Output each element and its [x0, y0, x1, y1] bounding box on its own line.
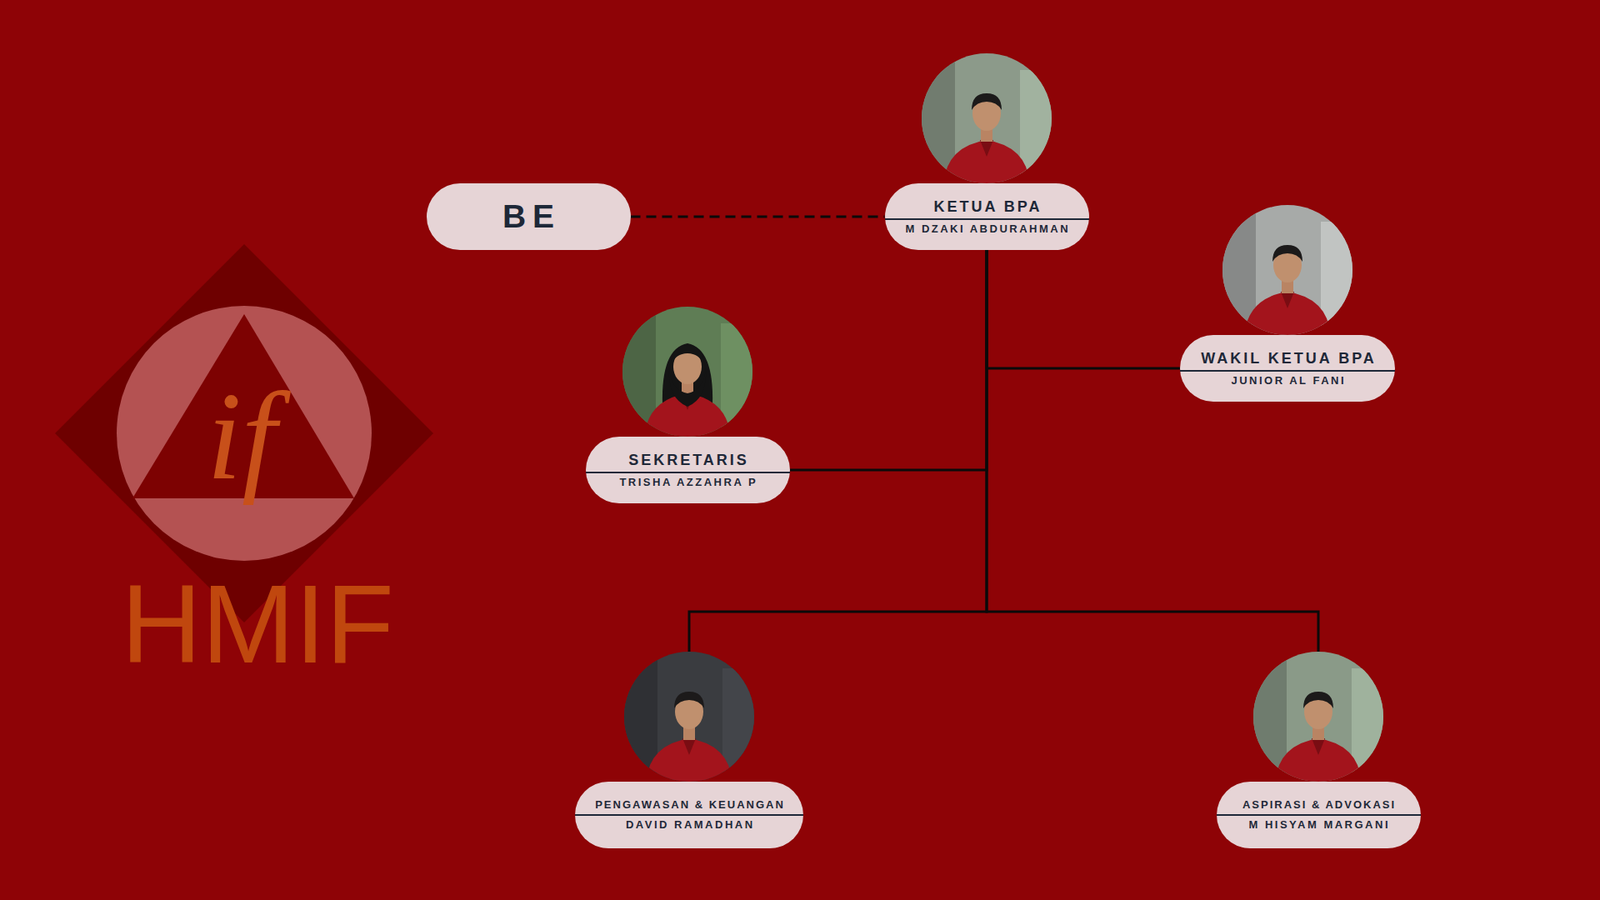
logo-text: HMIF [120, 568, 394, 680]
logo-diamond [55, 244, 434, 623]
member-name: M HISYAM MARGANI [1246, 818, 1390, 832]
divider-line [885, 218, 1090, 220]
role-title: BE [495, 196, 561, 238]
divider-line [1216, 814, 1421, 816]
member-card: KETUA BPA M DZAKI ABDURAHMAN [885, 53, 1090, 250]
role-title: KETUA BPA [931, 197, 1043, 217]
member-card: PENGAWASAN & KEUANGAN DAVID RAMADHAN [575, 651, 804, 849]
name-pill: BE [426, 183, 631, 250]
member-name: TRISHA AZZAHRA P [617, 475, 758, 490]
name-pill: SEKRETARIS TRISHA AZZAHRA P [585, 436, 790, 504]
org-connector [986, 250, 1180, 369]
member-name: M DZAKI ABDURAHMAN [903, 222, 1070, 236]
member-photo [622, 306, 753, 437]
org-connector [790, 250, 988, 470]
member-name: JUNIOR AL FANI [1229, 374, 1346, 388]
logo-triangle [132, 314, 355, 499]
member-photo [921, 53, 1052, 184]
name-pill: WAKIL KETUA BPA JUNIOR AL FANI [1180, 335, 1395, 402]
dashed-connector [630, 215, 885, 219]
divider-line [575, 814, 804, 816]
role-title: SEKRETARIS [625, 450, 750, 470]
role-title: PENGAWASAN & KEUANGAN [593, 798, 785, 812]
group-box: BE [426, 183, 631, 250]
role-title: WAKIL KETUA BPA [1198, 349, 1377, 369]
name-pill: PENGAWASAN & KEUANGAN DAVID RAMADHAN [575, 781, 804, 849]
role-title: ASPIRASI & ADVOKASI [1240, 798, 1396, 812]
divider-line [585, 471, 790, 474]
member-photo [1253, 651, 1384, 782]
member-card: ASPIRASI & ADVOKASI M HISYAM MARGANI [1216, 651, 1421, 849]
member-card: SEKRETARIS TRISHA AZZAHRA P [585, 306, 790, 504]
name-pill: KETUA BPA M DZAKI ABDURAHMAN [885, 183, 1090, 250]
logo-mark: if [206, 373, 276, 499]
member-photo [1222, 205, 1353, 335]
logo-circle [116, 305, 372, 561]
member-card: WAKIL KETUA BPA JUNIOR AL FANI [1180, 205, 1395, 402]
member-photo [624, 651, 755, 782]
member-name: DAVID RAMADHAN [623, 818, 755, 832]
divider-line [1180, 370, 1395, 372]
name-pill: ASPIRASI & ADVOKASI M HISYAM MARGANI [1216, 781, 1421, 849]
